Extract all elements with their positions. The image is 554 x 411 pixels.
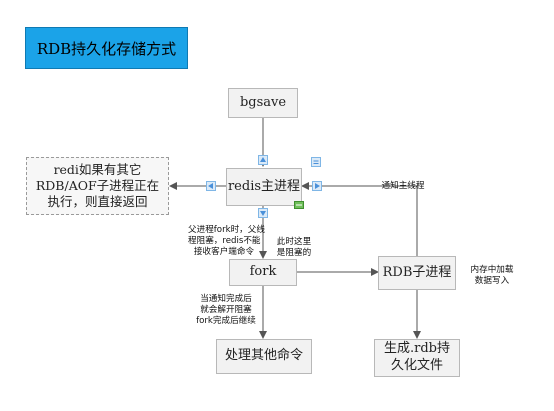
note-line: 就会解开阻塞 — [200, 305, 252, 316]
node-redis-main[interactable]: redis主进程 — [226, 168, 302, 206]
node-bgsave[interactable]: bgsave — [228, 88, 298, 118]
node-rdb-file[interactable]: 生成.rdb持久化文件 — [374, 339, 460, 377]
note-memory-load: 内存中加载 数据写入 — [462, 265, 522, 287]
node-existing-subprocess[interactable]: redi如果有其它RDB/AOF子进程正在执行，则直接返回 — [26, 157, 169, 215]
node-rdb-child[interactable]: RDB子进程 — [378, 256, 456, 290]
page-title: RDB持久化存储方式 — [25, 27, 188, 69]
note-resume: 当通知完成后 就会解开阻塞 fork完成后继续 — [188, 294, 264, 328]
note-line: 接收客户端命令 — [193, 247, 255, 258]
note-line: fork完成后继续 — [196, 316, 256, 327]
note-line: 是阻塞的 — [276, 248, 312, 259]
note-notify-main: 通知主线程 — [381, 181, 425, 191]
node-handle-other[interactable]: 处理其他命令 — [216, 339, 312, 374]
handle-down-icon[interactable] — [258, 208, 268, 218]
node-fork[interactable]: fork — [229, 259, 297, 286]
note-blocked-here: 此时这里 是阻塞的 — [268, 237, 320, 259]
note-line: 此时这里 — [276, 237, 312, 247]
note-line: 父进程fork时，父线 — [188, 225, 265, 235]
note-line: 当通知完成后 — [200, 294, 252, 304]
handle-resize-icon[interactable] — [294, 201, 304, 209]
handle-up-icon[interactable] — [258, 155, 268, 165]
note-line: 内存中加载 — [470, 265, 514, 275]
handle-menu-icon[interactable] — [311, 157, 321, 167]
edge-child-main — [301, 182, 418, 256]
note-line: 数据写入 — [474, 276, 510, 287]
handle-right-icon[interactable] — [312, 181, 322, 191]
note-line: 程阻塞，redis不能 — [188, 236, 261, 247]
note-parent-blocked: 父进程fork时，父线 程阻塞，redis不能 接收客户端命令 — [188, 225, 265, 259]
handle-left-icon[interactable] — [206, 181, 216, 191]
